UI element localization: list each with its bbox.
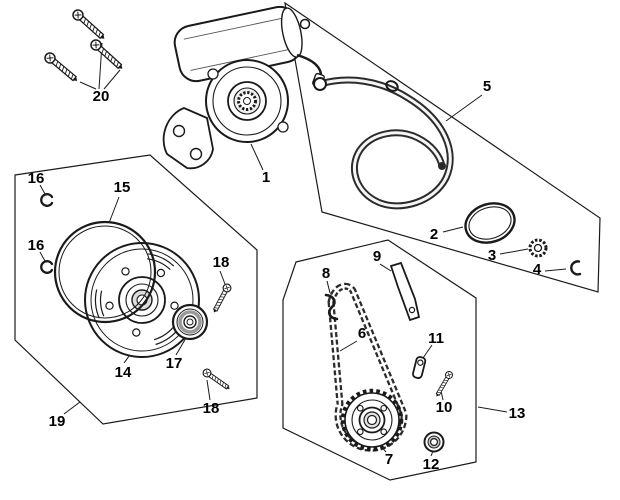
cable-end [438,162,446,170]
callout-17: 17 [166,355,183,372]
starter-motor [162,5,325,170]
callout-1: 1 [262,169,270,186]
callout-10: 10 [436,399,453,416]
c-clip-16 [40,260,54,274]
panel-bottom-right [282,239,477,481]
callout-15: 15 [114,179,131,196]
o-ring-2 [464,202,516,244]
callout-13: 13 [509,405,526,422]
screw-icon [42,50,82,86]
guide-strip-9 [389,261,421,322]
panel-left [14,154,258,425]
panel-top [284,1,601,293]
callout-11: 11 [428,330,444,347]
callout-20: 20 [93,88,110,105]
cable-inner [318,78,452,208]
small-screw-18 [200,366,233,393]
flange-hole [172,124,186,138]
motor-body [173,5,303,83]
starter-cable [313,76,454,210]
sprocket-7 [340,388,404,452]
housing-boss [277,121,289,133]
callout-19: 19 [49,413,66,430]
tensioner-11 [412,356,427,379]
mounting-screws-20 [42,7,127,86]
callouts: 20 1 5 2 3 4 16 16 15 18 18 17 14 19 8 9… [28,78,542,473]
callout-2: 2 [430,226,438,243]
callout-3: 3 [488,247,496,264]
screw-icon [88,37,127,74]
e-clip-4 [570,260,582,276]
cable-clamp [385,80,399,92]
callout-18a: 18 [213,254,230,271]
callout-5: 5 [483,78,491,95]
small-screw-18 [209,282,233,315]
shaft-center-hole [243,97,251,105]
callout-4: 4 [533,261,542,278]
motor-mount-flange [162,107,214,170]
cable-outer [316,76,454,210]
callout-9: 9 [373,248,381,265]
c-clip-16 [40,193,54,207]
panel-outlines [14,1,601,481]
motor-terminal-stub [299,18,311,30]
flange-hole [189,147,203,161]
cable-ring-terminal [313,77,327,91]
screw-icon [70,7,109,44]
callout-7: 7 [385,451,393,468]
o-ring-15 [53,220,157,324]
housing-boss [207,68,219,80]
callout-18b: 18 [203,400,220,417]
callout-8: 8 [322,265,330,282]
bearing-17 [171,303,209,341]
flanged-nut-12 [423,431,445,453]
bolt-10 [433,369,455,399]
lock-nut-3 [528,238,548,258]
callout-14: 14 [115,364,132,381]
callout-16a: 16 [28,170,45,187]
chain-guide-8 [324,293,339,321]
callout-6: 6 [358,325,366,342]
callout-16b: 16 [28,237,45,254]
callout-12: 12 [423,456,440,473]
